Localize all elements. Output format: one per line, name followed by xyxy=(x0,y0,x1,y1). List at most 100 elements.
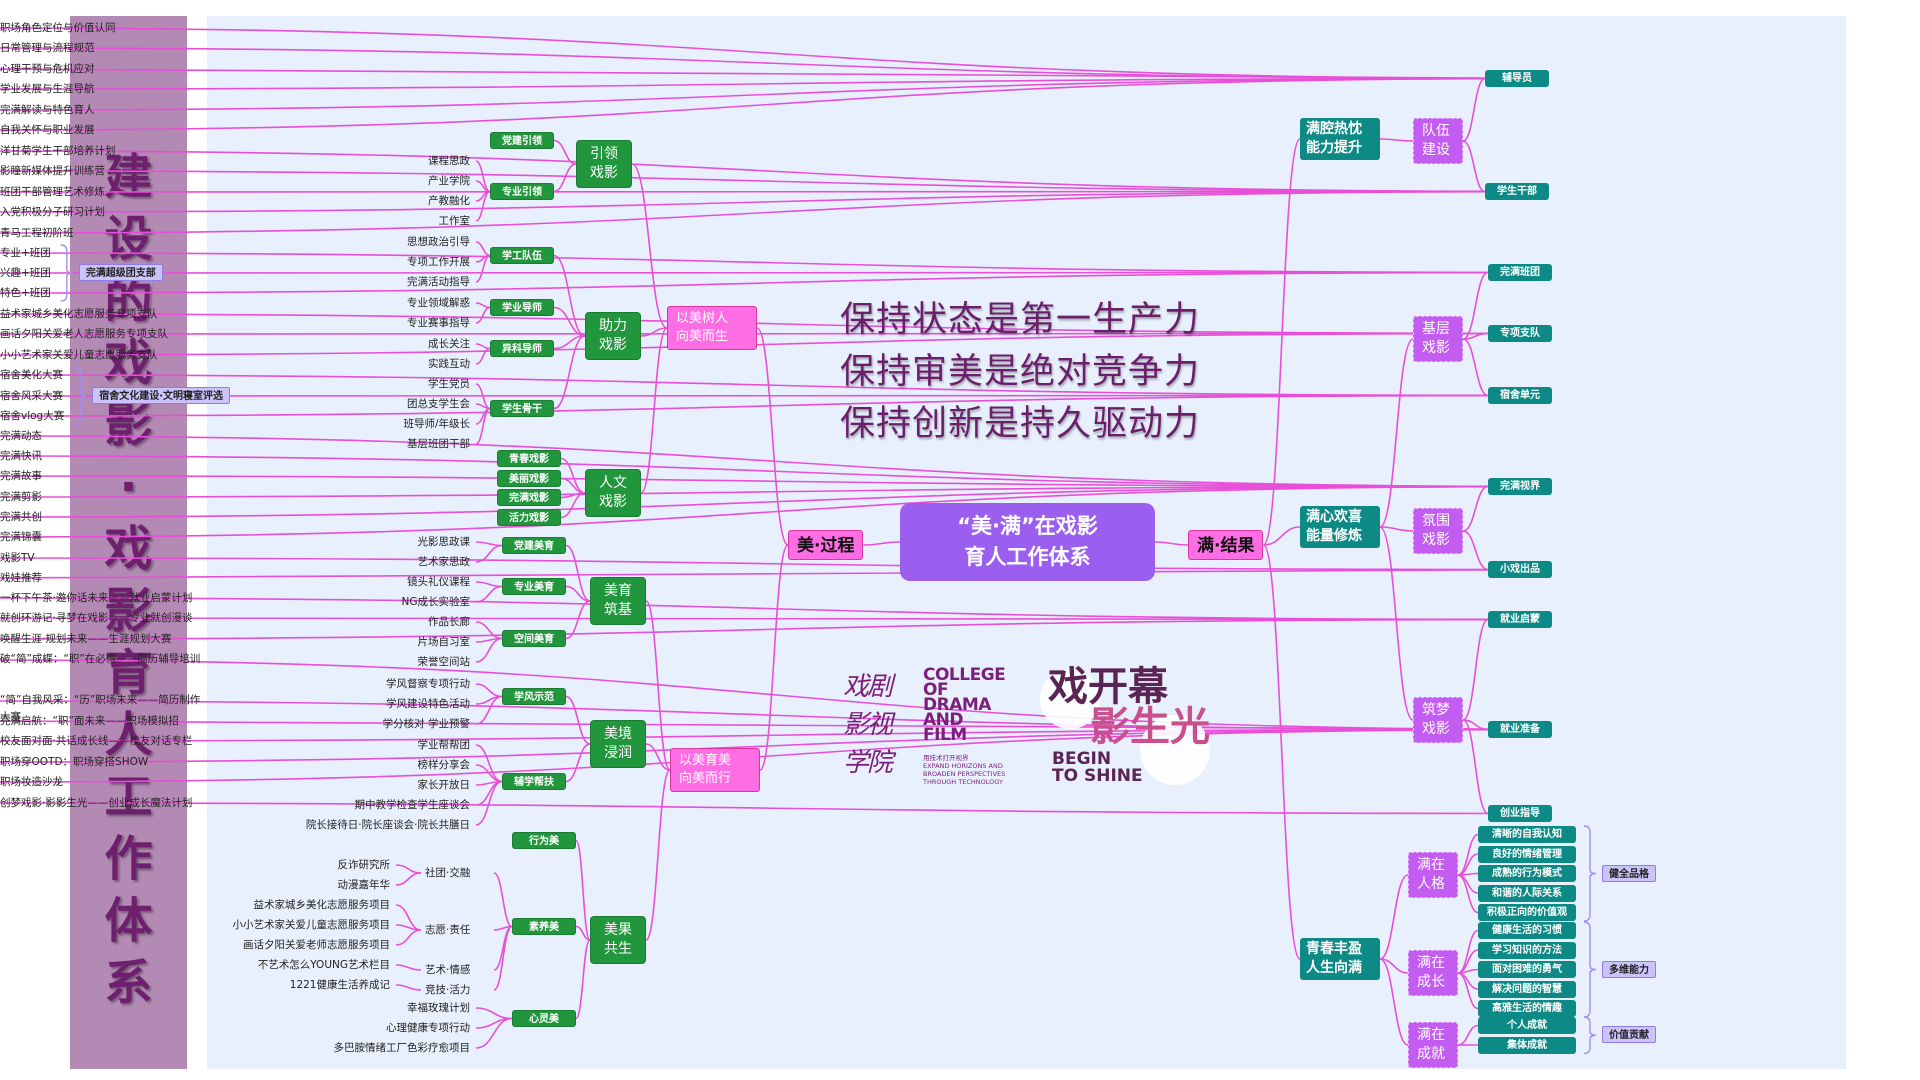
trait-node[interactable]: 健康生活的习惯 xyxy=(1478,922,1576,939)
category-node[interactable]: 学生骨干 xyxy=(490,400,554,417)
category-node[interactable]: 素养美 xyxy=(512,918,576,935)
trait-node[interactable]: 成熟的行为模式 xyxy=(1478,865,1576,882)
category-node[interactable]: 空间美育 xyxy=(502,630,566,647)
leaf-item: 学风建设特色活动 xyxy=(386,698,470,710)
trait-node[interactable]: 积极正向的价值观 xyxy=(1478,904,1576,921)
node-text-line: 美果 xyxy=(604,922,632,938)
node-text-line: 美境 xyxy=(604,726,632,742)
category-node[interactable]: 异科导师 xyxy=(490,340,554,357)
group-node[interactable]: 以美育美向美而行 xyxy=(670,748,760,792)
sub-node[interactable]: 氛围戏影 xyxy=(1413,508,1463,554)
college-logo: 戏剧 影视 学院 COLLEGE OF DRAMA AND FILM 用技术打开… xyxy=(843,667,1008,788)
trait-node[interactable]: 面对困难的勇气 xyxy=(1478,961,1576,978)
sub-node[interactable]: 助力戏影 xyxy=(585,312,641,360)
leaf-item: 学分核对 学业预警 xyxy=(382,718,470,730)
category-node[interactable]: 就业准备 xyxy=(1488,721,1552,738)
subcategory-label[interactable]: 社团·交融 xyxy=(425,867,471,879)
category-node[interactable]: 美丽戏影 xyxy=(497,470,561,487)
node-text-line: 戏影 xyxy=(599,337,627,353)
sub-node[interactable]: 人文戏影 xyxy=(585,469,641,517)
category-node[interactable]: 学生干部 xyxy=(1485,183,1549,200)
sub-node[interactable]: 美境浸润 xyxy=(590,720,646,768)
summary-note[interactable]: 多维能力 xyxy=(1602,960,1656,978)
category-node[interactable]: 宿舍单元 xyxy=(1488,387,1552,404)
category-node[interactable]: 学工队伍 xyxy=(490,247,554,264)
branch-beauty-process[interactable]: 美·过程 xyxy=(788,530,864,560)
leaf-item: 专业领域解惑 xyxy=(407,297,470,309)
category-node[interactable]: 辅导员 xyxy=(1485,70,1549,87)
trait-node[interactable]: 解决问题的智慧 xyxy=(1478,980,1576,998)
summary-note[interactable]: 价值贡献 xyxy=(1602,1026,1656,1044)
node-text-line: 共生 xyxy=(604,941,632,957)
node-text-line: 氛围 xyxy=(1422,513,1450,529)
trait-node[interactable]: 高雅生活的情趣 xyxy=(1478,1000,1576,1017)
leaf-item: 动漫嘉年华 xyxy=(337,879,391,891)
category-node[interactable]: 行为美 xyxy=(512,832,576,849)
sub-node[interactable]: 美育筑基 xyxy=(590,577,646,625)
trait-node[interactable]: 个人成就 xyxy=(1478,1017,1576,1034)
leaf-item: 唤醒生涯·规划未来——生涯规划大赛 xyxy=(0,633,172,645)
group-node[interactable]: 以美树人向美而生 xyxy=(667,306,757,350)
category-node[interactable]: 就业启蒙 xyxy=(1488,611,1552,628)
leaf-item: 益术家城乡美化志愿服务专项支队 xyxy=(0,308,158,320)
sub-node[interactable]: 基层戏影 xyxy=(1413,316,1463,362)
leaf-item: 工作室 xyxy=(438,215,471,227)
sub-node[interactable]: 引领戏影 xyxy=(576,140,632,188)
leaf-item: 完满动态 xyxy=(0,430,42,442)
category-node[interactable]: 专业美育 xyxy=(502,578,566,595)
category-node[interactable]: 青春戏影 xyxy=(497,450,561,467)
root-node[interactable]: “美·满”在戏影 育人工作体系 xyxy=(900,503,1155,581)
leaf-item: 职场妆造沙龙 xyxy=(0,776,63,788)
title-char: · xyxy=(119,459,138,515)
sub-node[interactable]: 满在人格 xyxy=(1408,852,1458,898)
root-title-line1: “美·满”在戏影 xyxy=(957,514,1098,538)
sub-node[interactable]: 队伍建设 xyxy=(1413,118,1463,164)
node-text-line: 筑梦 xyxy=(1422,702,1450,718)
leaf-item: 榜样分享会 xyxy=(417,759,471,771)
slogan-block: 保持状态是第一生产力 保持审美是绝对竞争力 保持创新是持久驱动力 xyxy=(840,294,1200,450)
group-node[interactable]: 满心欢喜能量修炼 xyxy=(1300,506,1380,548)
subcategory-label[interactable]: 竞技·活力 xyxy=(425,984,471,996)
group-node[interactable]: 青春丰盈人生向满 xyxy=(1300,938,1380,980)
node-text-line: 人格 xyxy=(1417,876,1445,892)
category-node[interactable]: 创业指导 xyxy=(1488,805,1552,822)
sub-node[interactable]: 满在成就 xyxy=(1408,1022,1458,1068)
category-node[interactable]: 小戏出品 xyxy=(1488,561,1552,578)
sub-node[interactable]: 美果共生 xyxy=(590,916,646,964)
summary-note[interactable]: 宿舍文化建设·文明寝室评选 xyxy=(92,386,231,404)
category-node[interactable]: 完满戏影 xyxy=(497,489,561,506)
leaf-item: 画话夕阳关爱老人志愿服务专项支队 xyxy=(0,328,168,340)
root-title-line2: 育人工作体系 xyxy=(964,545,1091,569)
category-node[interactable]: 学业导师 xyxy=(490,299,554,316)
college-logo-calligraphy: 戏剧 影视 学院 xyxy=(843,672,893,778)
trait-node[interactable]: 学习知识的方法 xyxy=(1478,941,1576,959)
leaf-item: 洋甘菊学生干部培养计划 xyxy=(0,145,116,157)
trait-node[interactable]: 良好的情绪管理 xyxy=(1478,845,1576,863)
leaf-item: 班团干部管理艺术修炼 xyxy=(0,186,105,198)
category-node[interactable]: 专项支队 xyxy=(1488,325,1552,342)
branch-fulfilment-result[interactable]: 满·结果 xyxy=(1188,530,1264,560)
subcategory-label[interactable]: 志愿·责任 xyxy=(425,924,471,936)
category-node[interactable]: 心灵美 xyxy=(512,1010,576,1027)
trait-node[interactable]: 和谐的人际关系 xyxy=(1478,884,1576,902)
trait-node[interactable]: 清晰的自我认知 xyxy=(1478,826,1576,843)
trait-node[interactable]: 集体成就 xyxy=(1478,1036,1576,1054)
subcategory-label[interactable]: 艺术·情感 xyxy=(425,964,471,976)
category-node[interactable]: 党建美育 xyxy=(502,537,566,554)
category-node[interactable]: 活力戏影 xyxy=(497,509,561,526)
summary-note[interactable]: 健全品格 xyxy=(1602,864,1656,882)
sub-node[interactable]: 筑梦戏影 xyxy=(1413,697,1463,743)
category-node[interactable]: 学风示范 xyxy=(502,688,566,705)
group-node[interactable]: 满腔热忱能力提升 xyxy=(1300,118,1380,160)
leaf-item: 小小艺术家关爱儿童志愿服务项目 xyxy=(232,919,391,931)
category-node[interactable]: 党建引领 xyxy=(490,132,554,149)
summary-note[interactable]: 完满超级团支部 xyxy=(78,264,163,281)
category-node[interactable]: 完满视界 xyxy=(1488,478,1552,495)
sub-node[interactable]: 满在成长 xyxy=(1408,950,1458,996)
category-node[interactable]: 专业引领 xyxy=(490,183,554,200)
category-node[interactable]: 辅学帮扶 xyxy=(502,773,566,790)
leaf-item: 日常管理与流程规范 xyxy=(0,42,95,54)
leaf-item: 宿舍vlog大赛 xyxy=(0,410,65,422)
leaf-item: 完满快讯 xyxy=(0,450,42,462)
category-node[interactable]: 完满班团 xyxy=(1488,264,1552,281)
